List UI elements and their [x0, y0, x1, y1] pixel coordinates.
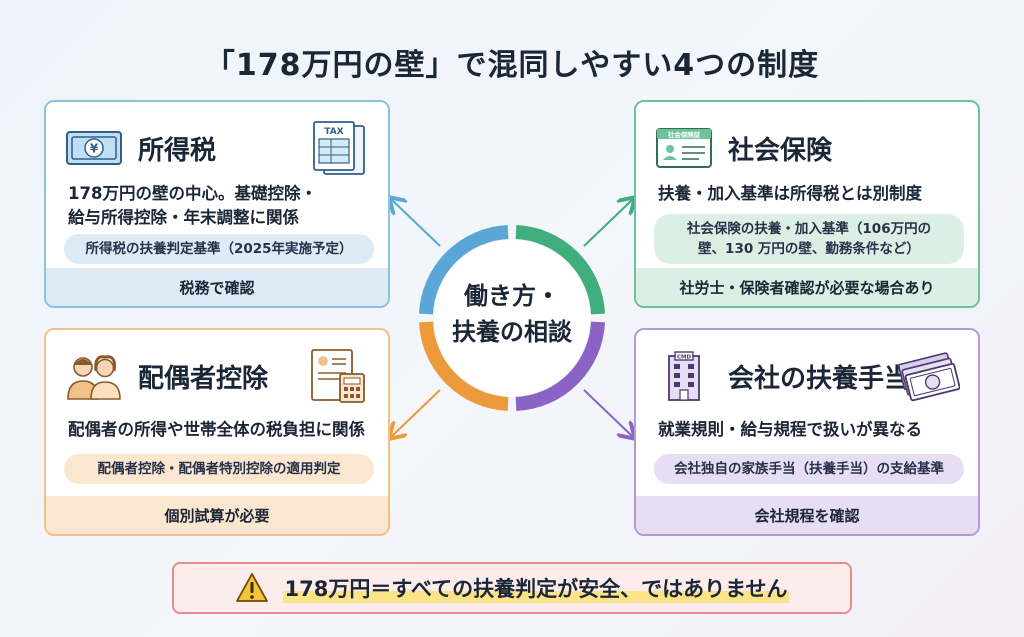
- card-income-tax-desc-line-2: 給与所得控除・年末調整に関係: [68, 208, 299, 227]
- card-income-tax-title: 所得税: [138, 135, 217, 166]
- cash-bills-icon: [896, 346, 961, 406]
- card-spouse-deduction: 配偶者控除 配偶者の所得や世帯全体の税負担に関係 配偶者控除・配偶者特別控除の適…: [44, 328, 390, 536]
- insurance-card-icon: 社会保険証: [654, 123, 714, 173]
- card-spouse-deduction-pill: 配偶者控除・配偶者特別控除の適用判定: [64, 454, 374, 484]
- warning-triangle-icon: [235, 573, 268, 602]
- card-company-allowance-header: CMD 会社の扶養手当: [654, 348, 910, 404]
- card-social-insurance: 社会保険証 社会保険 扶養・加入基準は所得税とは別制度 社会保険の扶養・加入基準…: [634, 100, 980, 308]
- tax-document-icon: TAX: [306, 118, 370, 178]
- card-income-tax: ¥ 所得税 TAX 178万円の壁の中心。基礎控除・ 給与所得控除・年末調整に関…: [44, 100, 390, 308]
- warning-banner: 178万円＝すべての扶養判定が安全、ではありません: [172, 562, 852, 614]
- card-company-allowance-pill: 会社独自の家族手当（扶養手当）の支給基準: [654, 454, 964, 484]
- card-income-tax-header: ¥ 所得税: [64, 120, 216, 176]
- card-spouse-deduction-desc-line-1: 配偶者の所得や世帯全体の税負担に関係: [68, 420, 365, 439]
- office-building-icon: CMD: [654, 351, 714, 401]
- center-ring: [419, 225, 605, 411]
- building-icon-label: CMD: [677, 355, 692, 361]
- card-social-insurance-header: 社会保険証 社会保険: [654, 120, 832, 176]
- card-company-allowance-description: 就業規則・給与規程で扱いが異なる: [658, 418, 922, 442]
- form-calculator-icon: [306, 346, 370, 406]
- warning-text: 178万円＝すべての扶養判定が安全、ではありません: [282, 573, 790, 603]
- card-spouse-deduction-header: 配偶者控除: [64, 348, 268, 404]
- card-income-tax-pill: 所得税の扶養判定基準（2025年実施予定）: [64, 234, 374, 264]
- card-social-insurance-pill: 社会保険の扶養・加入基準（106万円の 壁、130 万円の壁、勤務条件など）: [654, 214, 964, 264]
- card-income-tax-description: 178万円の壁の中心。基礎控除・ 給与所得控除・年末調整に関係: [68, 182, 317, 230]
- card-social-insurance-footer: 社労士・保険者確認が必要な場合あり: [636, 268, 978, 306]
- card-spouse-deduction-title: 配偶者控除: [138, 363, 269, 394]
- card-company-allowance: CMD 会社の扶養手当 就業規則・給与規程で扱いが異なる 会社: [634, 328, 980, 536]
- page-title: 「178万円の壁」で混同しやすい4つの制度: [204, 48, 820, 83]
- card-income-tax-footer: 税務で確認: [46, 268, 388, 306]
- card-company-allowance-footer: 会社規程を確認: [636, 496, 978, 534]
- insurance-card-label: 社会保険証: [668, 130, 701, 139]
- card-social-insurance-description: 扶養・加入基準は所得税とは別制度: [658, 182, 922, 206]
- tax-icon-label: TAX: [324, 127, 343, 137]
- couple-icon: [64, 351, 124, 401]
- card-social-insurance-pill-line-2: 壁、130 万円の壁、勤務条件など）: [698, 241, 920, 257]
- card-company-allowance-title: 会社の扶養手当: [728, 363, 911, 394]
- card-spouse-deduction-description: 配偶者の所得や世帯全体の税負担に関係: [68, 418, 365, 442]
- svg-text:¥: ¥: [90, 142, 99, 156]
- card-income-tax-desc-line-1: 178万円の壁の中心。基礎控除・: [68, 184, 317, 203]
- center-line-1: 働き方・: [464, 282, 560, 310]
- card-spouse-deduction-footer: 個別試算が必要: [46, 496, 388, 534]
- yen-bill-icon: ¥: [64, 123, 124, 173]
- card-company-allowance-desc-line-1: 就業規則・給与規程で扱いが異なる: [658, 420, 922, 439]
- card-social-insurance-title: 社会保険: [728, 135, 833, 166]
- card-social-insurance-desc-line-1: 扶養・加入基準は所得税とは別制度: [658, 184, 922, 203]
- center-label: 働き方・ 扶養の相談: [412, 278, 612, 350]
- card-social-insurance-pill-line-1: 社会保険の扶養・加入基準（106万円の: [686, 221, 932, 237]
- center-line-2: 扶養の相談: [452, 318, 572, 346]
